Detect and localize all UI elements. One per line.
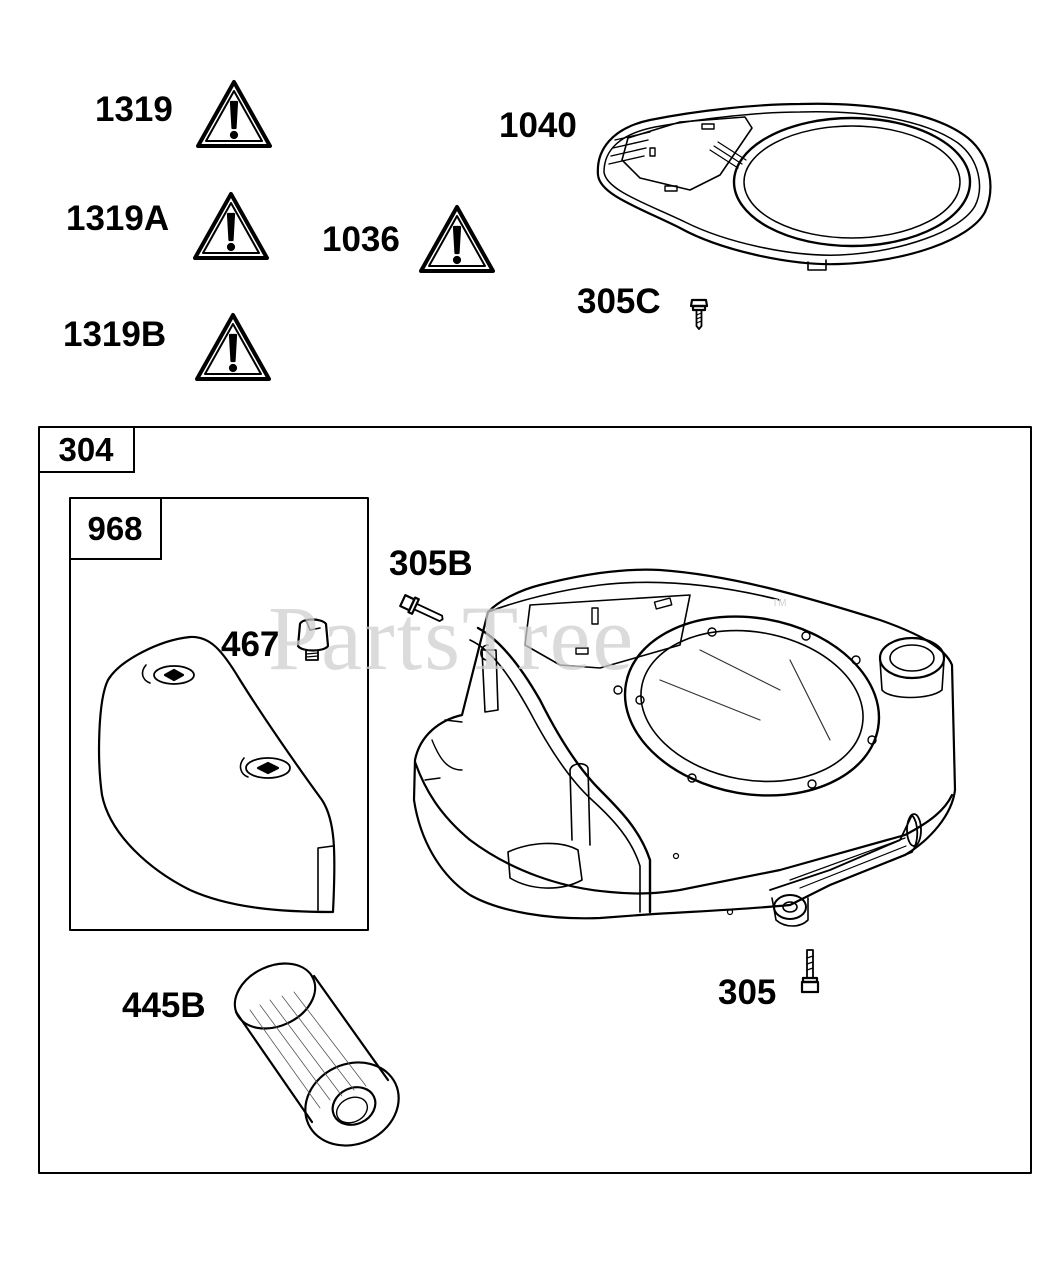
group-label-304: 304 bbox=[39, 427, 135, 473]
part-label-1319a: 1319A bbox=[66, 199, 170, 238]
part-label-1040: 1040 bbox=[499, 106, 577, 145]
screw-icon bbox=[689, 298, 709, 330]
part-label-1319: 1319 bbox=[95, 90, 173, 129]
watermark-trademark: TM bbox=[772, 598, 787, 609]
blower-housing-icon bbox=[412, 568, 957, 927]
watermark: PartsTree bbox=[268, 587, 636, 689]
warning-triangle-icon bbox=[419, 205, 495, 273]
air-filter-cartridge-icon bbox=[233, 962, 400, 1147]
part-label-305b: 305B bbox=[389, 544, 473, 583]
group-box-968 bbox=[69, 497, 369, 931]
group-box-304 bbox=[38, 426, 1032, 1174]
screw-icon bbox=[800, 949, 820, 994]
part-label-305c: 305C bbox=[577, 282, 661, 321]
part-label-1036: 1036 bbox=[322, 220, 400, 259]
part-label-305: 305 bbox=[718, 973, 777, 1012]
warning-triangle-icon bbox=[196, 80, 272, 148]
warning-triangle-icon bbox=[195, 313, 271, 381]
air-cleaner-cover-icon bbox=[97, 635, 336, 914]
blower-housing-cover-icon bbox=[596, 102, 992, 271]
part-label-1319b: 1319B bbox=[63, 315, 167, 354]
screw-icon bbox=[399, 594, 444, 622]
group-label-968: 968 bbox=[70, 498, 162, 560]
warning-triangle-icon bbox=[193, 192, 269, 260]
part-label-467: 467 bbox=[221, 625, 280, 664]
knob-icon bbox=[296, 618, 330, 661]
part-label-445b: 445B bbox=[122, 986, 206, 1025]
